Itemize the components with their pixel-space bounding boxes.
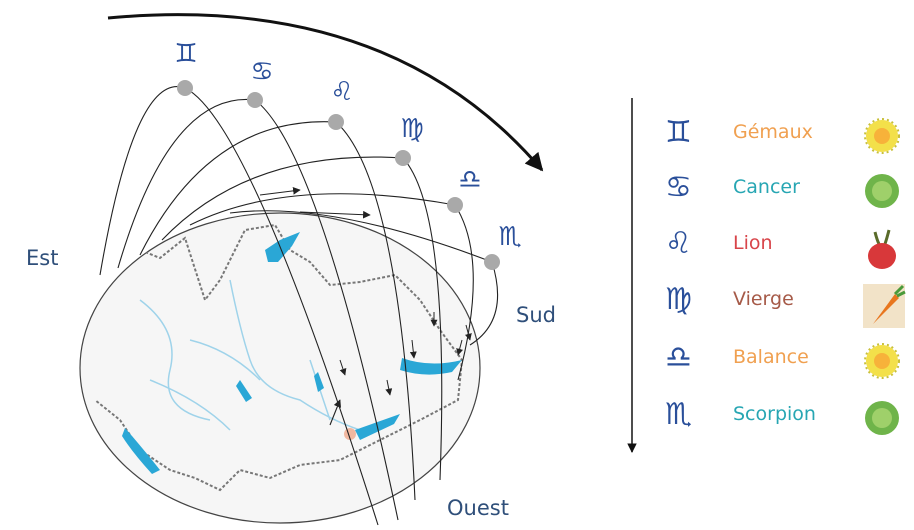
sun-paths — [99, 82, 499, 526]
leo-arc-glyph: ♌ — [330, 77, 353, 107]
scorpio-arc-glyph: ♏ — [498, 222, 521, 252]
east-label: Est — [26, 246, 59, 270]
sky-direction-arrow — [107, 13, 544, 172]
gemini-arc-glyph: ♊ — [174, 39, 197, 69]
region-map — [79, 212, 481, 524]
cancer-arc-glyph: ♋ — [250, 57, 273, 87]
west-label: Ouest — [447, 496, 509, 520]
south-label: Sud — [516, 303, 556, 327]
zodiac-arc-glyphs: ♊ ♋ ♌ ♍ ♎ ♏ — [174, 39, 521, 252]
region-border — [94, 223, 464, 492]
zodiac-points — [177, 80, 500, 270]
path-arrows — [339, 312, 472, 396]
libra-arc-glyph: ♎ — [458, 165, 481, 195]
virgo-arc-glyph: ♍ — [400, 114, 423, 144]
